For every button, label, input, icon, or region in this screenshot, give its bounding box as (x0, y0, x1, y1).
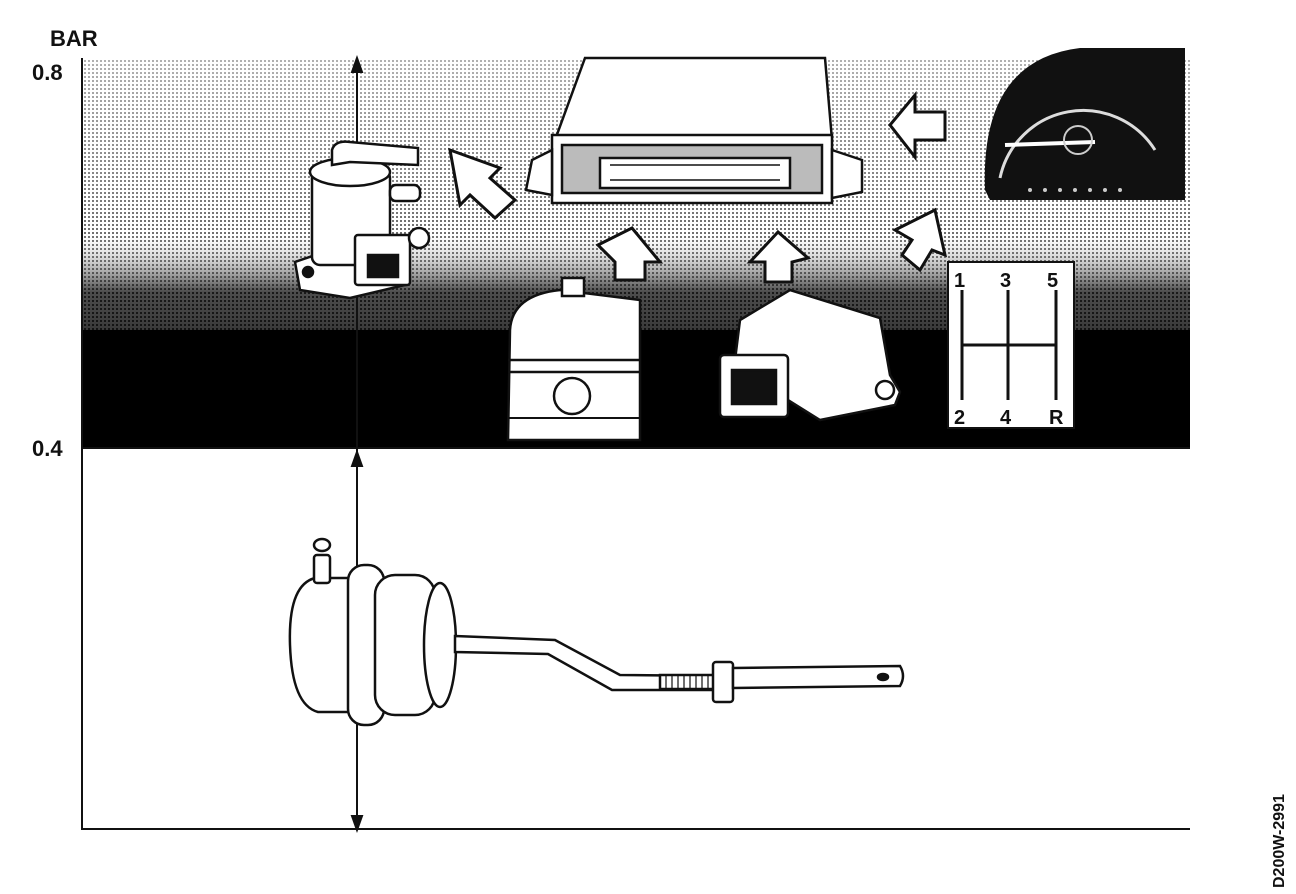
axis-unit-label: BAR (50, 26, 98, 51)
ignition-module (506, 276, 642, 442)
arrow-from-tachometer (888, 90, 947, 162)
arrow-from-ignition (595, 226, 664, 282)
gear-label-1: 1 (954, 270, 965, 292)
gear-label-5: 5 (1047, 270, 1058, 292)
gear-label-3: 3 (1000, 270, 1011, 292)
tachometer (984, 48, 1185, 200)
gear-shift-pattern (947, 261, 1075, 429)
wastegate-actuator (288, 537, 905, 727)
boost-solenoid-valve (293, 140, 431, 300)
signal-arrows (448, 90, 948, 284)
engine-control-unit (524, 56, 864, 205)
arrow-from-gearbox (891, 207, 948, 273)
y-axis (81, 58, 1190, 830)
gear-label-2: 2 (954, 407, 965, 429)
figure-code: D200W-2991 (1271, 794, 1288, 888)
arrow-from-throttle-sensor (746, 229, 812, 284)
arrow-from-solenoid (448, 147, 518, 221)
gear-label-r: R (1049, 407, 1064, 429)
tick-label-0-8: 0.8 (32, 60, 63, 85)
throttle-position-sensor (718, 288, 902, 422)
gear-label-4: 4 (1000, 407, 1012, 429)
tick-label-0-4: 0.4 (32, 436, 63, 461)
